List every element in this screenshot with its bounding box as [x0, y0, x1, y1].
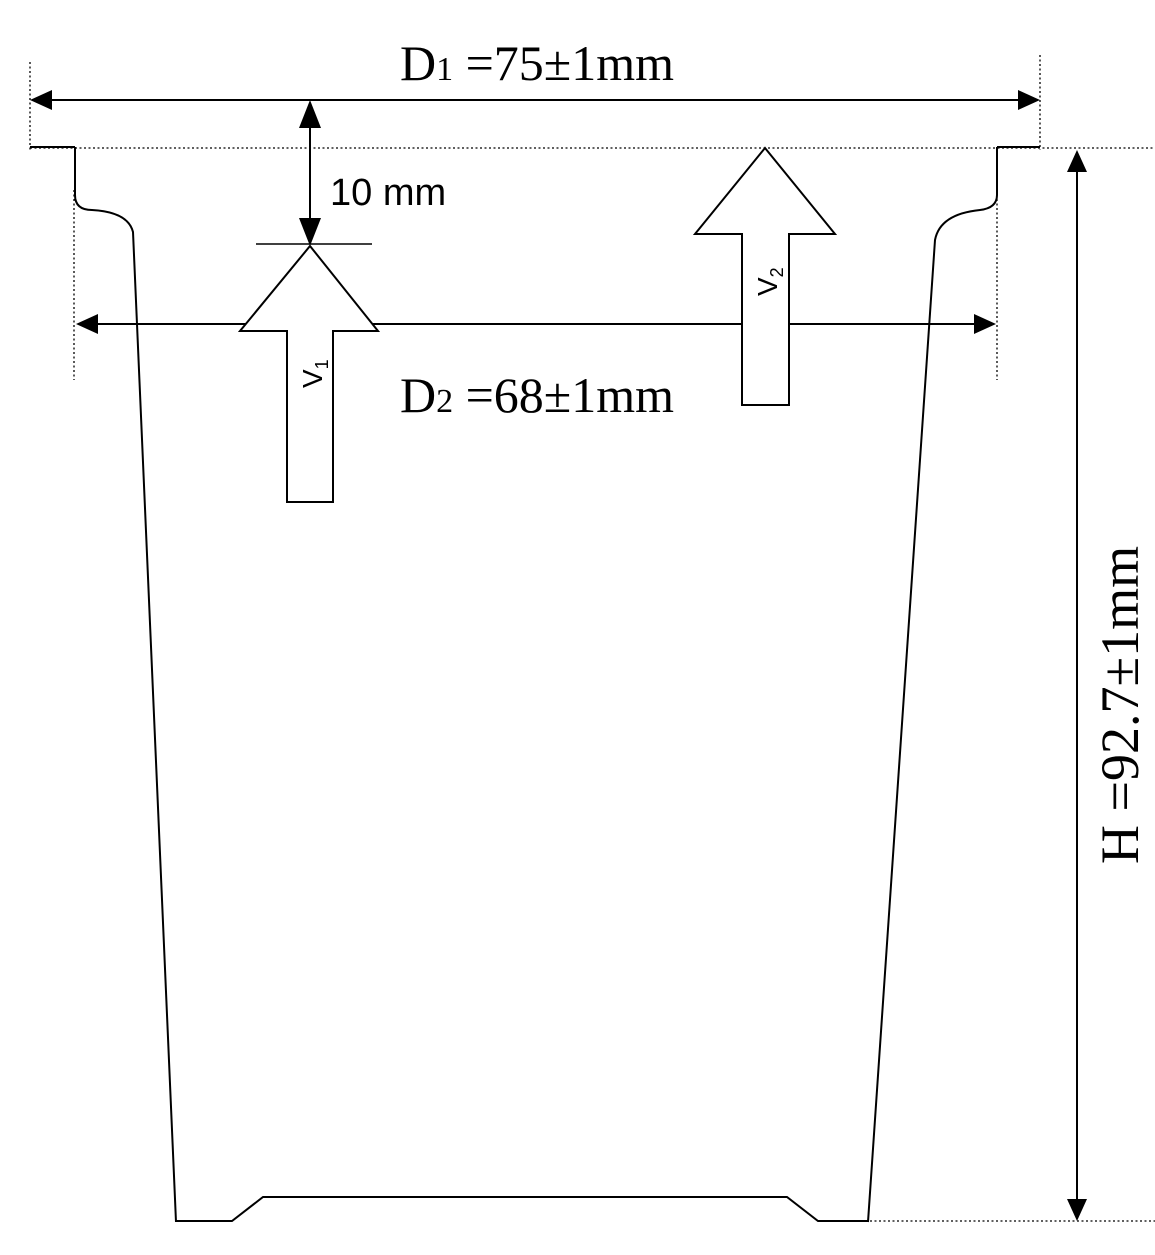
- offset-dimension: [256, 100, 372, 246]
- d2-dimension: [76, 314, 996, 334]
- d1-label: D1 =75±1mm: [400, 35, 674, 91]
- h-dimension: [1067, 150, 1087, 1221]
- offset-label: 10 mm: [330, 172, 446, 214]
- v1-label: V1: [297, 359, 332, 388]
- h-label: H =92.7±1mm: [1090, 546, 1150, 864]
- v1-arrow: V1: [237, 244, 381, 503]
- cup-outline: [30, 146, 1040, 1223]
- d2-label: D2 =68±1mm: [400, 367, 674, 423]
- reference-lines: [29, 55, 1155, 1222]
- v2-arrow: V2: [692, 146, 838, 406]
- v2-label: V2: [752, 267, 787, 296]
- d1-dimension: [30, 90, 1040, 110]
